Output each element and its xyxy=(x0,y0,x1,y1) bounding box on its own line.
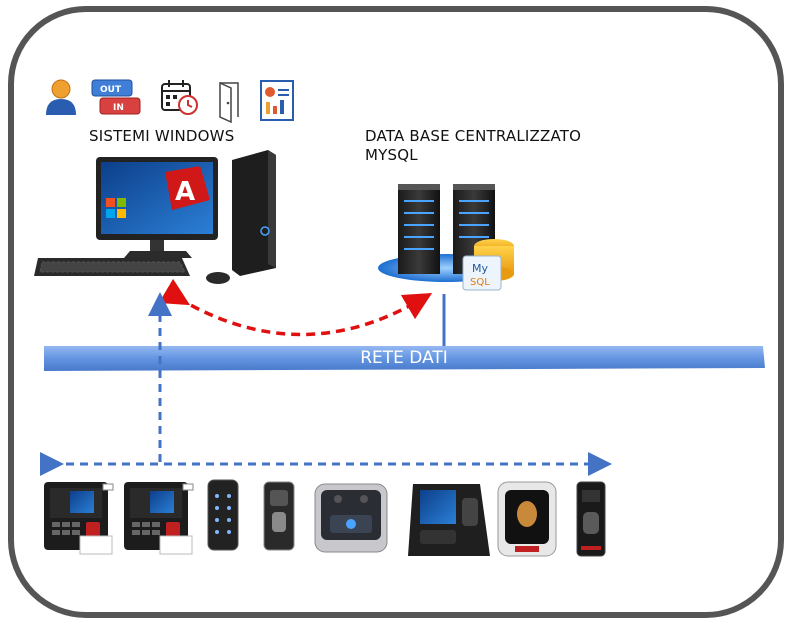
device-keypad-reader xyxy=(207,479,239,551)
database-label-line1: DATA BASE CENTRALIZZATO xyxy=(365,127,582,145)
device-fingerprint-reader xyxy=(263,481,295,551)
mysql-badge-line2: SQL xyxy=(470,277,490,288)
device-fingerprint-terminal-1 xyxy=(44,482,114,555)
report-icon xyxy=(260,80,294,121)
out-in-icon: OUT IN xyxy=(91,79,141,115)
door-icon xyxy=(219,81,239,124)
sync-arrow xyxy=(158,278,433,337)
mysql-badge-line1: My xyxy=(472,262,488,275)
device-face-terminal-portrait xyxy=(497,481,557,557)
windows-systems-label: SISTEMI WINDOWS xyxy=(89,127,235,145)
device-face-fingerprint-terminal xyxy=(314,483,388,553)
database-label-line2: MYSQL xyxy=(365,146,418,164)
device-face-recognition-terminal xyxy=(408,484,490,556)
windows-computer: A xyxy=(34,150,276,284)
network-label: RETE DATI xyxy=(360,348,448,368)
user-icon xyxy=(46,79,76,115)
database-servers xyxy=(378,184,514,291)
device-fingerprint-terminal-2 xyxy=(124,482,194,555)
device-fingerprint-reader-slim xyxy=(576,481,606,557)
network-bar xyxy=(44,346,765,371)
calendar-clock-icon xyxy=(161,80,198,115)
svg-text:IN: IN xyxy=(113,103,124,113)
svg-text:A: A xyxy=(175,177,195,207)
svg-text:OUT: OUT xyxy=(100,85,122,95)
